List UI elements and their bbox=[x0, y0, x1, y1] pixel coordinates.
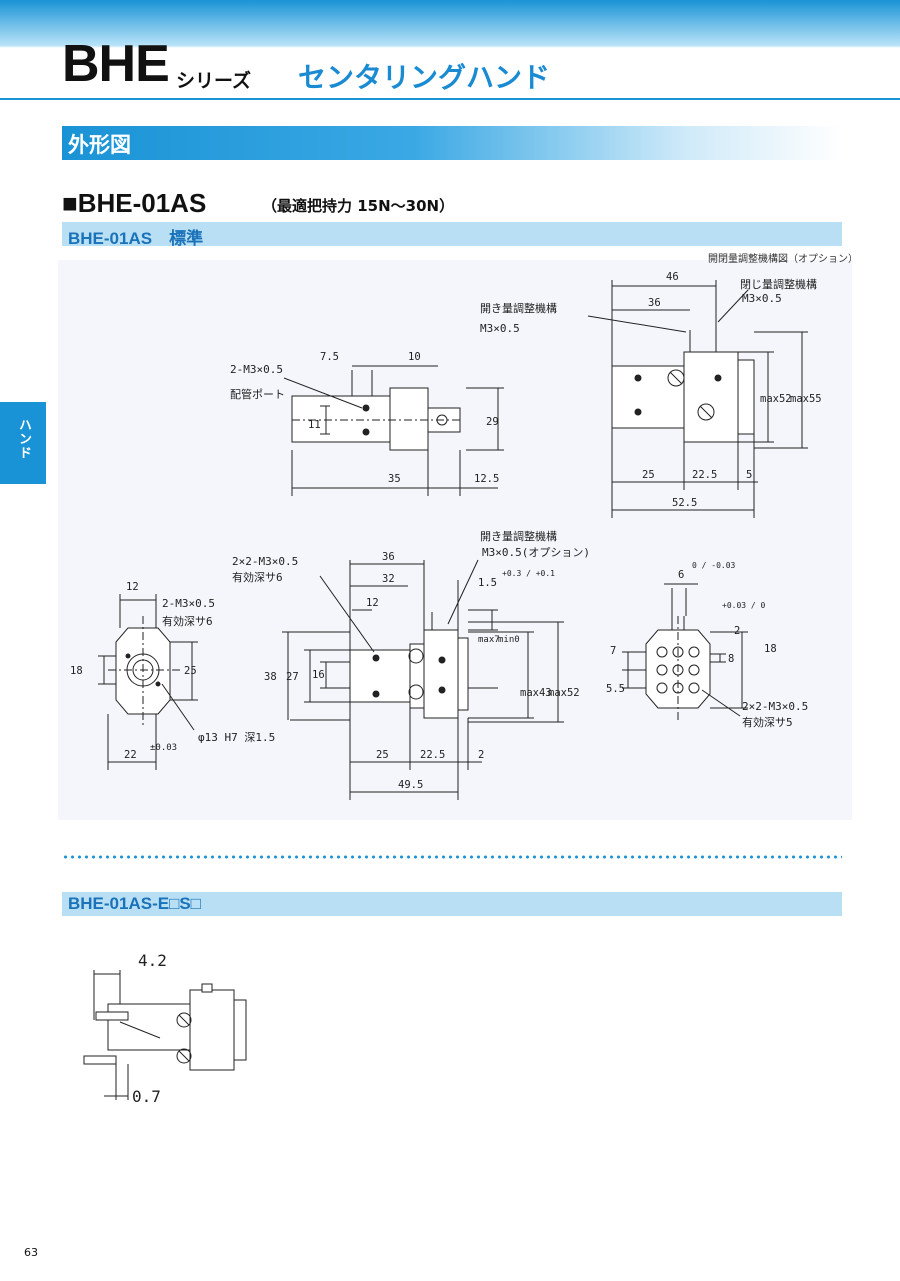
label-open-adjust-2: 開き量調整機構 bbox=[480, 529, 557, 543]
dim-22-5-top: 22.5 bbox=[692, 469, 717, 481]
dim-8: 8 bbox=[728, 653, 734, 665]
dim-max52-top: max52 bbox=[760, 393, 792, 405]
section-title: 外形図 bbox=[68, 133, 131, 157]
label-tap-side: 2-M3×0.5 bbox=[162, 597, 215, 610]
label-depth-side: 有効深サ6 bbox=[162, 614, 213, 628]
dim-12-front: 12 bbox=[366, 597, 379, 609]
model-subtitle: （最適把持力 15N〜30N） bbox=[262, 197, 455, 215]
product-name: センタリングハンド bbox=[298, 61, 551, 94]
dim-35: 35 bbox=[388, 473, 401, 485]
dim-11: 11 bbox=[308, 419, 321, 431]
dim-32: 32 bbox=[382, 573, 395, 585]
label-tap-face: 2×2-M3×0.5 bbox=[742, 700, 808, 713]
technical-drawing-sensor: 4.2 0.7 bbox=[83, 951, 247, 1106]
side-tab-label: ハンド bbox=[16, 418, 31, 460]
dim-6-tol: 0 / -0.03 bbox=[692, 561, 736, 570]
dim-25-top: 25 bbox=[642, 469, 655, 481]
dim-5-5: 5.5 bbox=[606, 683, 625, 695]
dim-25-side: 25 bbox=[184, 665, 197, 677]
dim-max43: max43 bbox=[520, 687, 552, 699]
dim-22-tol: ±0.03 bbox=[150, 743, 177, 753]
dim-min0: min0 bbox=[498, 635, 520, 645]
label-close-thread: M3×0.5 bbox=[742, 292, 782, 305]
label-depth-front: 有効深サ6 bbox=[232, 570, 283, 584]
dim-18-face: 18 bbox=[764, 643, 777, 655]
technical-drawing: 2-M3×0.5 配管ポート 閉じ量調整機構 M3×0.5 開き量調整機構 M3… bbox=[70, 271, 822, 800]
dim-18-side: 18 bbox=[70, 665, 83, 677]
label-open-thread-opt: M3×0.5(オプション) bbox=[482, 546, 590, 559]
option-view bbox=[587, 280, 808, 518]
header-divider bbox=[0, 98, 900, 100]
dotted-divider bbox=[62, 855, 842, 859]
dim-29: 29 bbox=[486, 416, 499, 428]
dim-36-front: 36 bbox=[382, 551, 395, 563]
dim-12-5: 12.5 bbox=[474, 473, 499, 485]
dim-46: 46 bbox=[666, 271, 679, 283]
dim-6: 6 bbox=[678, 569, 684, 581]
page-number: 63 bbox=[24, 1246, 38, 1259]
dimension-drawing-standard: 2-M3×0.5 配管ポート 閉じ量調整機構 M3×0.5 開き量調整機構 M3… bbox=[58, 260, 852, 820]
dim-27: 27 bbox=[286, 671, 299, 683]
label-bore: φ13 H7 深1.5 bbox=[198, 731, 275, 744]
dim-7-face: 7 bbox=[610, 645, 616, 657]
subsection-sensor: BHE-01AS-E□S□ bbox=[62, 892, 842, 916]
subsection-standard: BHE-01AS 標準 bbox=[62, 222, 842, 248]
model-title: ■BHE-01AS bbox=[62, 188, 207, 218]
option-note: 開閉量調整機構図（オプション） bbox=[708, 254, 858, 265]
header-band bbox=[0, 0, 900, 48]
dim-max55: max55 bbox=[790, 393, 822, 405]
dim-5-top: 5 bbox=[746, 469, 752, 481]
dim-0-7: 0.7 bbox=[132, 1087, 161, 1106]
section-title-bar: 外形図 bbox=[62, 126, 842, 160]
label-open-adjust: 開き量調整機構 bbox=[480, 301, 557, 315]
label-tap-front: 2×2-M3×0.5 bbox=[232, 555, 298, 568]
dim-52-5: 52.5 bbox=[672, 497, 697, 509]
dim-49-5: 49.5 bbox=[398, 779, 423, 791]
dim-2-face: 2 bbox=[734, 625, 740, 637]
subsection-label: BHE-01AS 標準 bbox=[68, 229, 204, 248]
side-index-tab: ハンド bbox=[0, 402, 46, 484]
label-depth-face: 有効深サ5 bbox=[742, 715, 793, 729]
dim-4-2: 4.2 bbox=[138, 951, 167, 970]
dim-7-5: 7.5 bbox=[320, 351, 339, 363]
page-header: BHE シリーズ センタリングハンド bbox=[0, 28, 900, 98]
front-view bbox=[282, 559, 564, 800]
dim-1-5-tol: +0.3 / +0.1 bbox=[502, 569, 555, 578]
dimension-drawing-sensor: 4.2 0.7 bbox=[64, 940, 264, 1120]
dim-38: 38 bbox=[264, 671, 277, 683]
label-close-adjust: 閉じ量調整機構 bbox=[740, 277, 817, 291]
dim-12-side: 12 bbox=[126, 581, 139, 593]
label-port-thread: 2-M3×0.5 bbox=[230, 363, 283, 376]
series-suffix: シリーズ bbox=[176, 70, 252, 92]
dim-10: 10 bbox=[408, 351, 421, 363]
dim-max7: max7 bbox=[478, 635, 500, 645]
dim-22-5-front: 22.5 bbox=[420, 749, 445, 761]
side-view bbox=[98, 594, 198, 770]
dim-1-5: 1.5 bbox=[478, 577, 497, 589]
top-view bbox=[283, 365, 504, 496]
label-port-name: 配管ポート bbox=[230, 387, 285, 401]
dim-22-side: 22 bbox=[124, 749, 137, 761]
dim-16: 16 bbox=[312, 669, 325, 681]
subsection-label: BHE-01AS-E□S□ bbox=[68, 894, 201, 913]
dim-2-front: 2 bbox=[478, 749, 484, 761]
dim-36-top: 36 bbox=[648, 297, 661, 309]
dim-max52-front: max52 bbox=[548, 687, 580, 699]
dim-25-front: 25 bbox=[376, 749, 389, 761]
label-open-thread: M3×0.5 bbox=[480, 322, 520, 335]
series-name: BHE bbox=[62, 35, 170, 93]
gripper-face-view bbox=[622, 583, 748, 722]
dim-2-face-tol: +0.03 / 0 bbox=[722, 601, 766, 610]
